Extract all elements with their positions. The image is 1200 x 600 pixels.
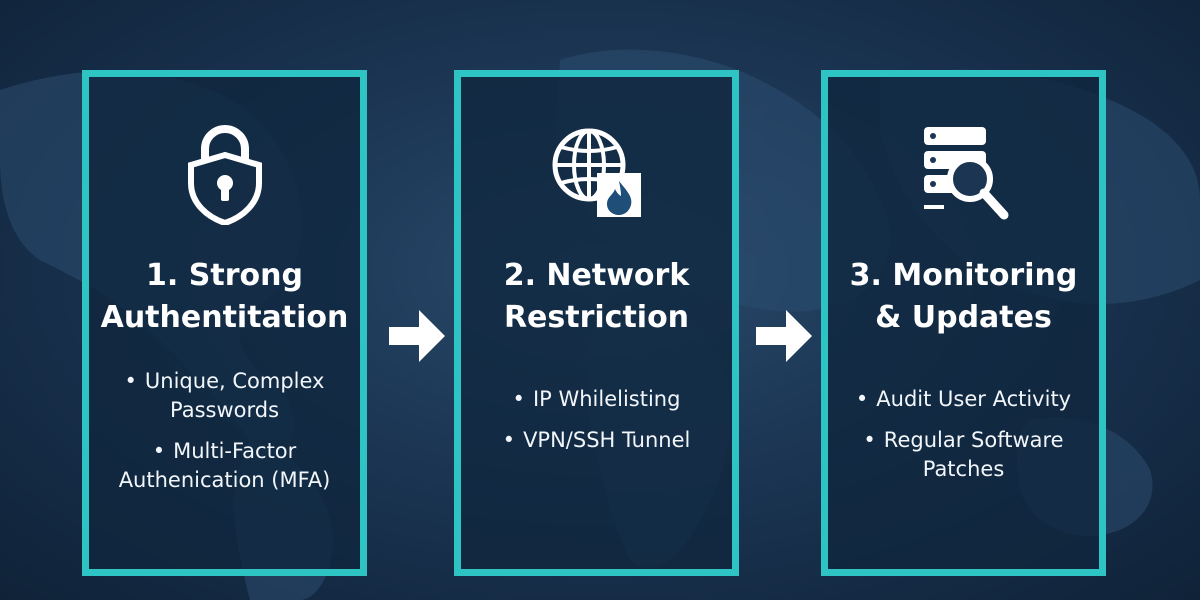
bullet-item: •IP Whilelisting	[512, 387, 681, 411]
step-card-strong-authentication: 1. Strong Authentitation •Unique, Comple…	[82, 70, 367, 576]
right-arrow-icon	[389, 310, 445, 362]
step-card-monitoring-updates: 3. Monitoring & Updates •Audit User Acti…	[821, 70, 1106, 576]
step-bullet-list: •Audit User Activity •Regular Software P…	[828, 385, 1099, 496]
globe-firewall-icon	[552, 128, 641, 217]
bullet-item: •Regular Software Patches	[863, 428, 1064, 481]
right-arrow-icon	[756, 310, 812, 362]
server-magnifier-icon	[923, 127, 1008, 220]
bullet-item: •Multi-Factor Authenication (MFA)	[118, 439, 331, 492]
bullet-item: •VPN/SSH Tunnel	[502, 428, 691, 452]
padlock-shield-icon	[187, 125, 262, 225]
step-bullet-list: •Unique, Complex Passwords •Multi-Factor…	[89, 367, 360, 507]
step-card-network-restriction: 2. Network Restriction •IP Whilelisting …	[454, 70, 739, 576]
step-title: 1. Strong Authentitation	[100, 258, 349, 335]
step-title: 2. Network Restriction	[503, 258, 690, 335]
bullet-item: •Unique, Complex Passwords	[124, 369, 325, 422]
step-bullet-list: •IP Whilelisting •VPN/SSH Tunnel	[461, 385, 732, 467]
step-title: 3. Monitoring & Updates	[849, 258, 1078, 335]
bullet-item: •Audit User Activity	[855, 387, 1072, 411]
